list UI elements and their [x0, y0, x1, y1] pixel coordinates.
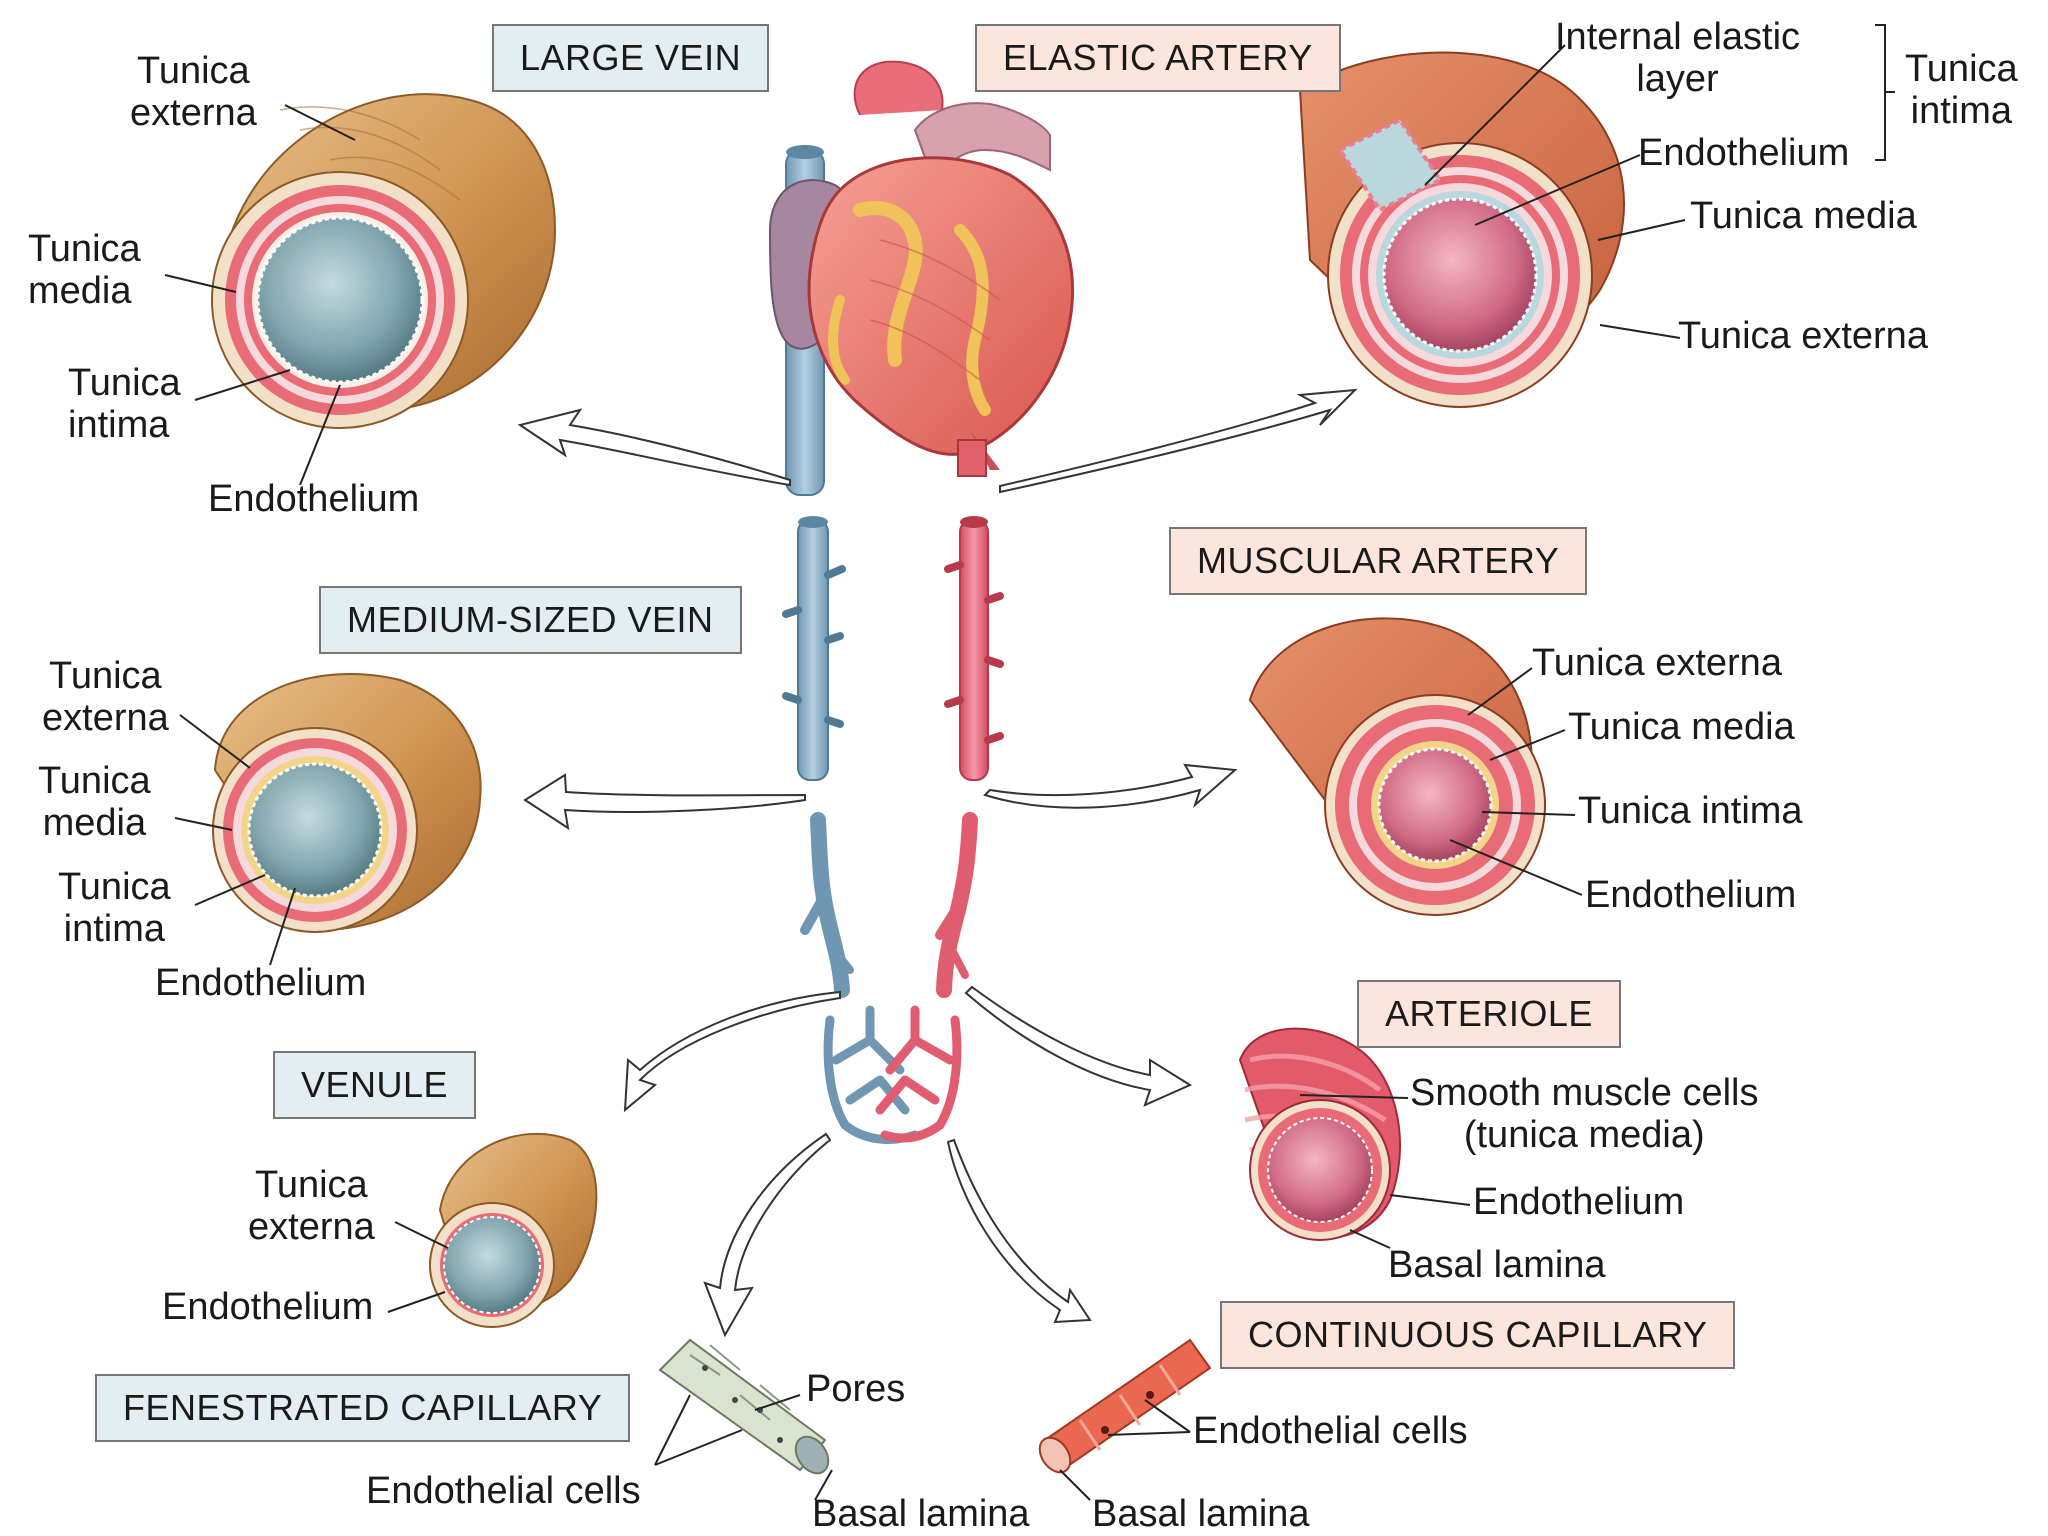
elastic-artery-internal-elastic-layer-label: Internal elastic layer [1555, 16, 1801, 100]
title-continuous-capillary: CONTINUOUS CAPILLARY [1220, 1301, 1736, 1369]
center-artery-vessel [944, 516, 1004, 781]
venule-tunica-externa-label: Tunica externa [248, 1164, 375, 1248]
elastic-artery-endothelium-label: Endothelium [1638, 132, 1850, 174]
elastic-artery-tunica-intima-label: Tunica intima [1905, 48, 2018, 132]
title-fenestrated-capillary: FENESTRATED CAPILLARY [95, 1374, 631, 1442]
arteriole-illustration [1238, 1027, 1401, 1241]
fenestrated-capillary-illustration [658, 1338, 830, 1475]
medium-vein-tunica-externa-label: Tunica externa [42, 655, 169, 739]
heart-illustration [768, 60, 1074, 496]
large-vein-endothelium-label: Endothelium [208, 478, 420, 520]
venule-illustration [429, 1132, 598, 1328]
center-vein-vessel [782, 516, 846, 781]
arteriole-endothelium-label: Endothelium [1473, 1181, 1685, 1223]
large-vein-tunica-intima-label: Tunica intima [68, 362, 181, 446]
muscular-artery-tunica-intima-label: Tunica intima [1578, 790, 1803, 832]
title-medium-vein: MEDIUM-SIZED VEIN [319, 586, 742, 654]
fenestrated-basal-lamina-label: Basal lamina [812, 1493, 1030, 1535]
elastic-artery-tunica-media-label: Tunica media [1690, 195, 1917, 237]
medium-vein-illustration [212, 673, 482, 933]
elastic-artery-tunica-externa-label: Tunica externa [1678, 315, 1928, 357]
title-muscular-artery: MUSCULAR ARTERY [1169, 527, 1588, 595]
medium-vein-tunica-intima-label: Tunica intima [58, 866, 171, 950]
large-vein-tunica-externa-label: Tunica externa [130, 50, 257, 134]
title-large-vein: LARGE VEIN [492, 24, 770, 92]
medium-vein-tunica-media-label: Tunica media [38, 760, 151, 844]
muscular-artery-endothelium-label: Endothelium [1585, 874, 1797, 916]
large-vein-illustration [211, 93, 557, 429]
title-venule: VENULE [273, 1051, 477, 1119]
title-elastic-artery: ELASTIC ARTERY [975, 24, 1341, 92]
leader-lines [164, 24, 1895, 1501]
fenestrated-pores-label: Pores [806, 1368, 906, 1410]
fenestrated-endothelial-cells-label: Endothelial cells [366, 1470, 641, 1512]
flow-arrows [517, 388, 1358, 1338]
continuous-capillary-illustration [1038, 1338, 1212, 1474]
large-vein-tunica-media-label: Tunica media [28, 228, 141, 312]
arteriole-smooth-muscle-label: Smooth muscle cells (tunica media) [1410, 1072, 1759, 1156]
muscular-artery-tunica-externa-label: Tunica externa [1532, 642, 1782, 684]
muscular-artery-illustration [1248, 617, 1546, 916]
medium-vein-endothelium-label: Endothelium [155, 962, 367, 1004]
title-arteriole: ARTERIOLE [1357, 980, 1621, 1048]
muscular-artery-tunica-media-label: Tunica media [1568, 706, 1795, 748]
continuous-endothelial-cells-label: Endothelial cells [1193, 1410, 1468, 1452]
elastic-artery-illustration [1298, 51, 1625, 408]
arteriole-basal-lamina-label: Basal lamina [1388, 1244, 1606, 1286]
capillary-network [823, 1005, 962, 1144]
continuous-basal-lamina-label: Basal lamina [1092, 1493, 1310, 1535]
venule-endothelium-label: Endothelium [162, 1286, 374, 1328]
